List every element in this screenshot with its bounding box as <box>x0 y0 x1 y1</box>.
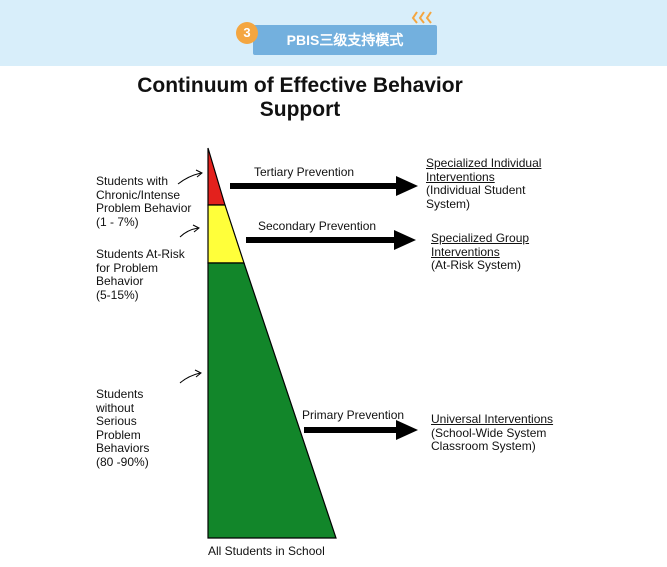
diagram-title-line2: Support <box>259 98 341 121</box>
label-line: Students At-Risk <box>96 247 185 261</box>
base-label: All Students in School <box>208 544 325 558</box>
intervention-title-line: Universal Interventions <box>431 412 554 426</box>
label-line: Students <box>96 387 144 401</box>
intervention-detail-line: (At-Risk System) <box>431 258 521 272</box>
step-number-badge: 3 <box>236 22 258 44</box>
secondary-prevention-label: Secondary Prevention <box>258 219 377 233</box>
primary-prevention-label: Primary Prevention <box>302 408 405 422</box>
tertiary-intervention: Specialized Individual Interventions (In… <box>426 156 542 211</box>
intervention-detail-line: (School-Wide System <box>431 425 547 440</box>
intervention-title-line: Interventions <box>426 169 495 184</box>
label-line: Chronic/Intense <box>96 187 181 202</box>
pointer-arrow-icon <box>179 369 202 384</box>
tier-green-primary <box>207 262 337 539</box>
section-title-badge: PBIS三级支持模式 <box>253 25 437 55</box>
label-line: (5-15%) <box>96 287 139 302</box>
primary-arrow-icon <box>304 420 418 440</box>
pointer-arrow-icon <box>177 169 203 185</box>
diagram-title-line1: Continuum of Effective Behavior <box>137 74 463 97</box>
label-line: Behaviors <box>96 441 150 455</box>
secondary-arrow-icon <box>246 230 416 250</box>
label-line: Serious <box>96 414 137 428</box>
label-line: (80 -90%) <box>96 454 149 469</box>
tier-yellow-secondary <box>207 204 245 264</box>
section-title: PBIS三级支持模式 <box>286 32 404 48</box>
label-line: Problem Behavior <box>96 201 192 215</box>
label-line: Problem <box>96 427 141 442</box>
tertiary-arrow-icon <box>230 176 418 196</box>
tertiary-prevention-label: Tertiary Prevention <box>254 165 355 179</box>
intervention-detail-line: System) <box>426 196 471 211</box>
chevron-decoration-icon <box>411 11 432 24</box>
tier-primary-students-label: Students without Serious Problem Behavio… <box>96 387 150 469</box>
tier-secondary-students-label: Students At-Risk for Problem Behavior (5… <box>96 247 185 302</box>
secondary-intervention: Specialized Group Interventions (At-Risk… <box>431 231 530 273</box>
tier-tertiary-students-label: Students with Chronic/Intense Problem Be… <box>96 174 192 229</box>
header-banner: PBIS三级支持模式 3 <box>0 0 667 66</box>
diagram-title: Continuum of Effective Behavior Support <box>80 74 520 122</box>
pointer-arrow-icon <box>179 224 200 238</box>
intervention-title-line: Specialized Group <box>431 231 530 245</box>
label-line: for Problem <box>96 260 159 275</box>
intervention-detail-line: (Individual Student <box>426 183 526 197</box>
primary-intervention: Universal Interventions (School-Wide Sys… <box>431 412 554 454</box>
label-line: Students with <box>96 174 169 188</box>
intervention-title-line: Interventions <box>431 244 500 259</box>
intervention-detail-line: Classroom System) <box>431 439 536 453</box>
intervention-title-line: Specialized Individual <box>426 156 542 170</box>
label-line: without <box>96 400 135 415</box>
tier-red-tertiary <box>207 147 226 206</box>
label-line: (1 - 7%) <box>96 214 139 229</box>
label-line: Behavior <box>96 274 144 288</box>
